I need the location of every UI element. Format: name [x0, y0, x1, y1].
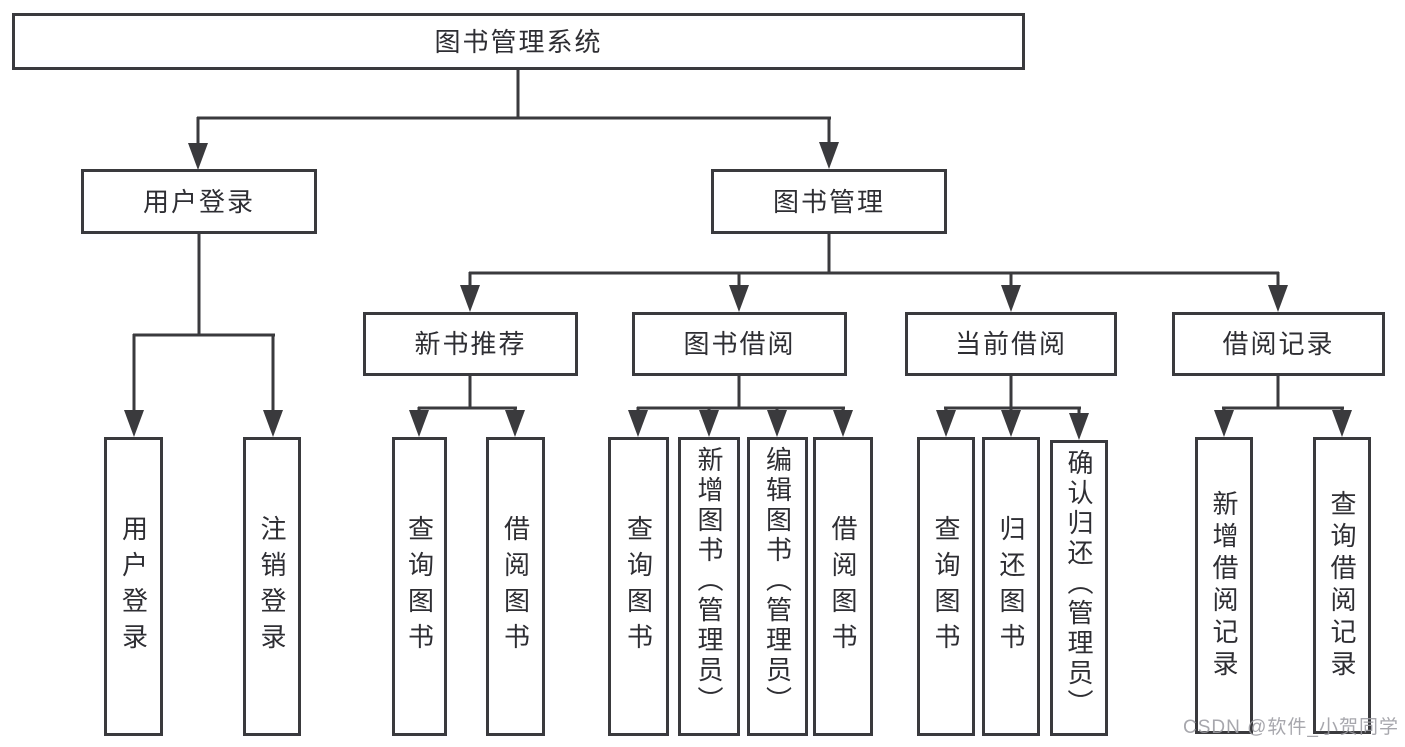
node-root: 图书管理系统 [12, 13, 1025, 70]
node-leaf-add-borrow-record: 新增借阅记录 [1195, 437, 1253, 734]
node-leaf-return-books: 归还图书 [982, 437, 1040, 736]
node-current-borrow: 当前借阅 [905, 312, 1117, 376]
node-leaf-borrow-books-newbooks: 借阅图书 [486, 437, 545, 736]
node-leaf-query-borrow-record: 查询借阅记录 [1313, 437, 1371, 734]
node-book-borrow: 图书借阅 [632, 312, 847, 376]
node-leaf-user-login: 用户登录 [104, 437, 163, 736]
node-borrow-records: 借阅记录 [1172, 312, 1385, 376]
node-leaf-edit-books-admin: 编辑图书（管理员） [747, 437, 808, 736]
node-leaf-add-books-admin: 新增图书（管理员） [678, 437, 740, 736]
node-leaf-logout: 注销登录 [243, 437, 301, 736]
node-leaf-confirm-return-admin: 确认归还（管理员） [1050, 440, 1108, 736]
node-book-management-branch: 图书管理 [711, 169, 947, 234]
node-leaf-query-books-current: 查询图书 [917, 437, 975, 736]
node-leaf-query-books-borrow: 查询图书 [608, 437, 669, 736]
node-new-book-recommend: 新书推荐 [363, 312, 578, 376]
watermark: CSDN @软件_小贺同学 [1183, 717, 1399, 738]
node-user-login-branch: 用户登录 [81, 169, 317, 234]
node-leaf-borrow-books: 借阅图书 [813, 437, 873, 736]
node-leaf-query-books-newbooks: 查询图书 [392, 437, 447, 736]
